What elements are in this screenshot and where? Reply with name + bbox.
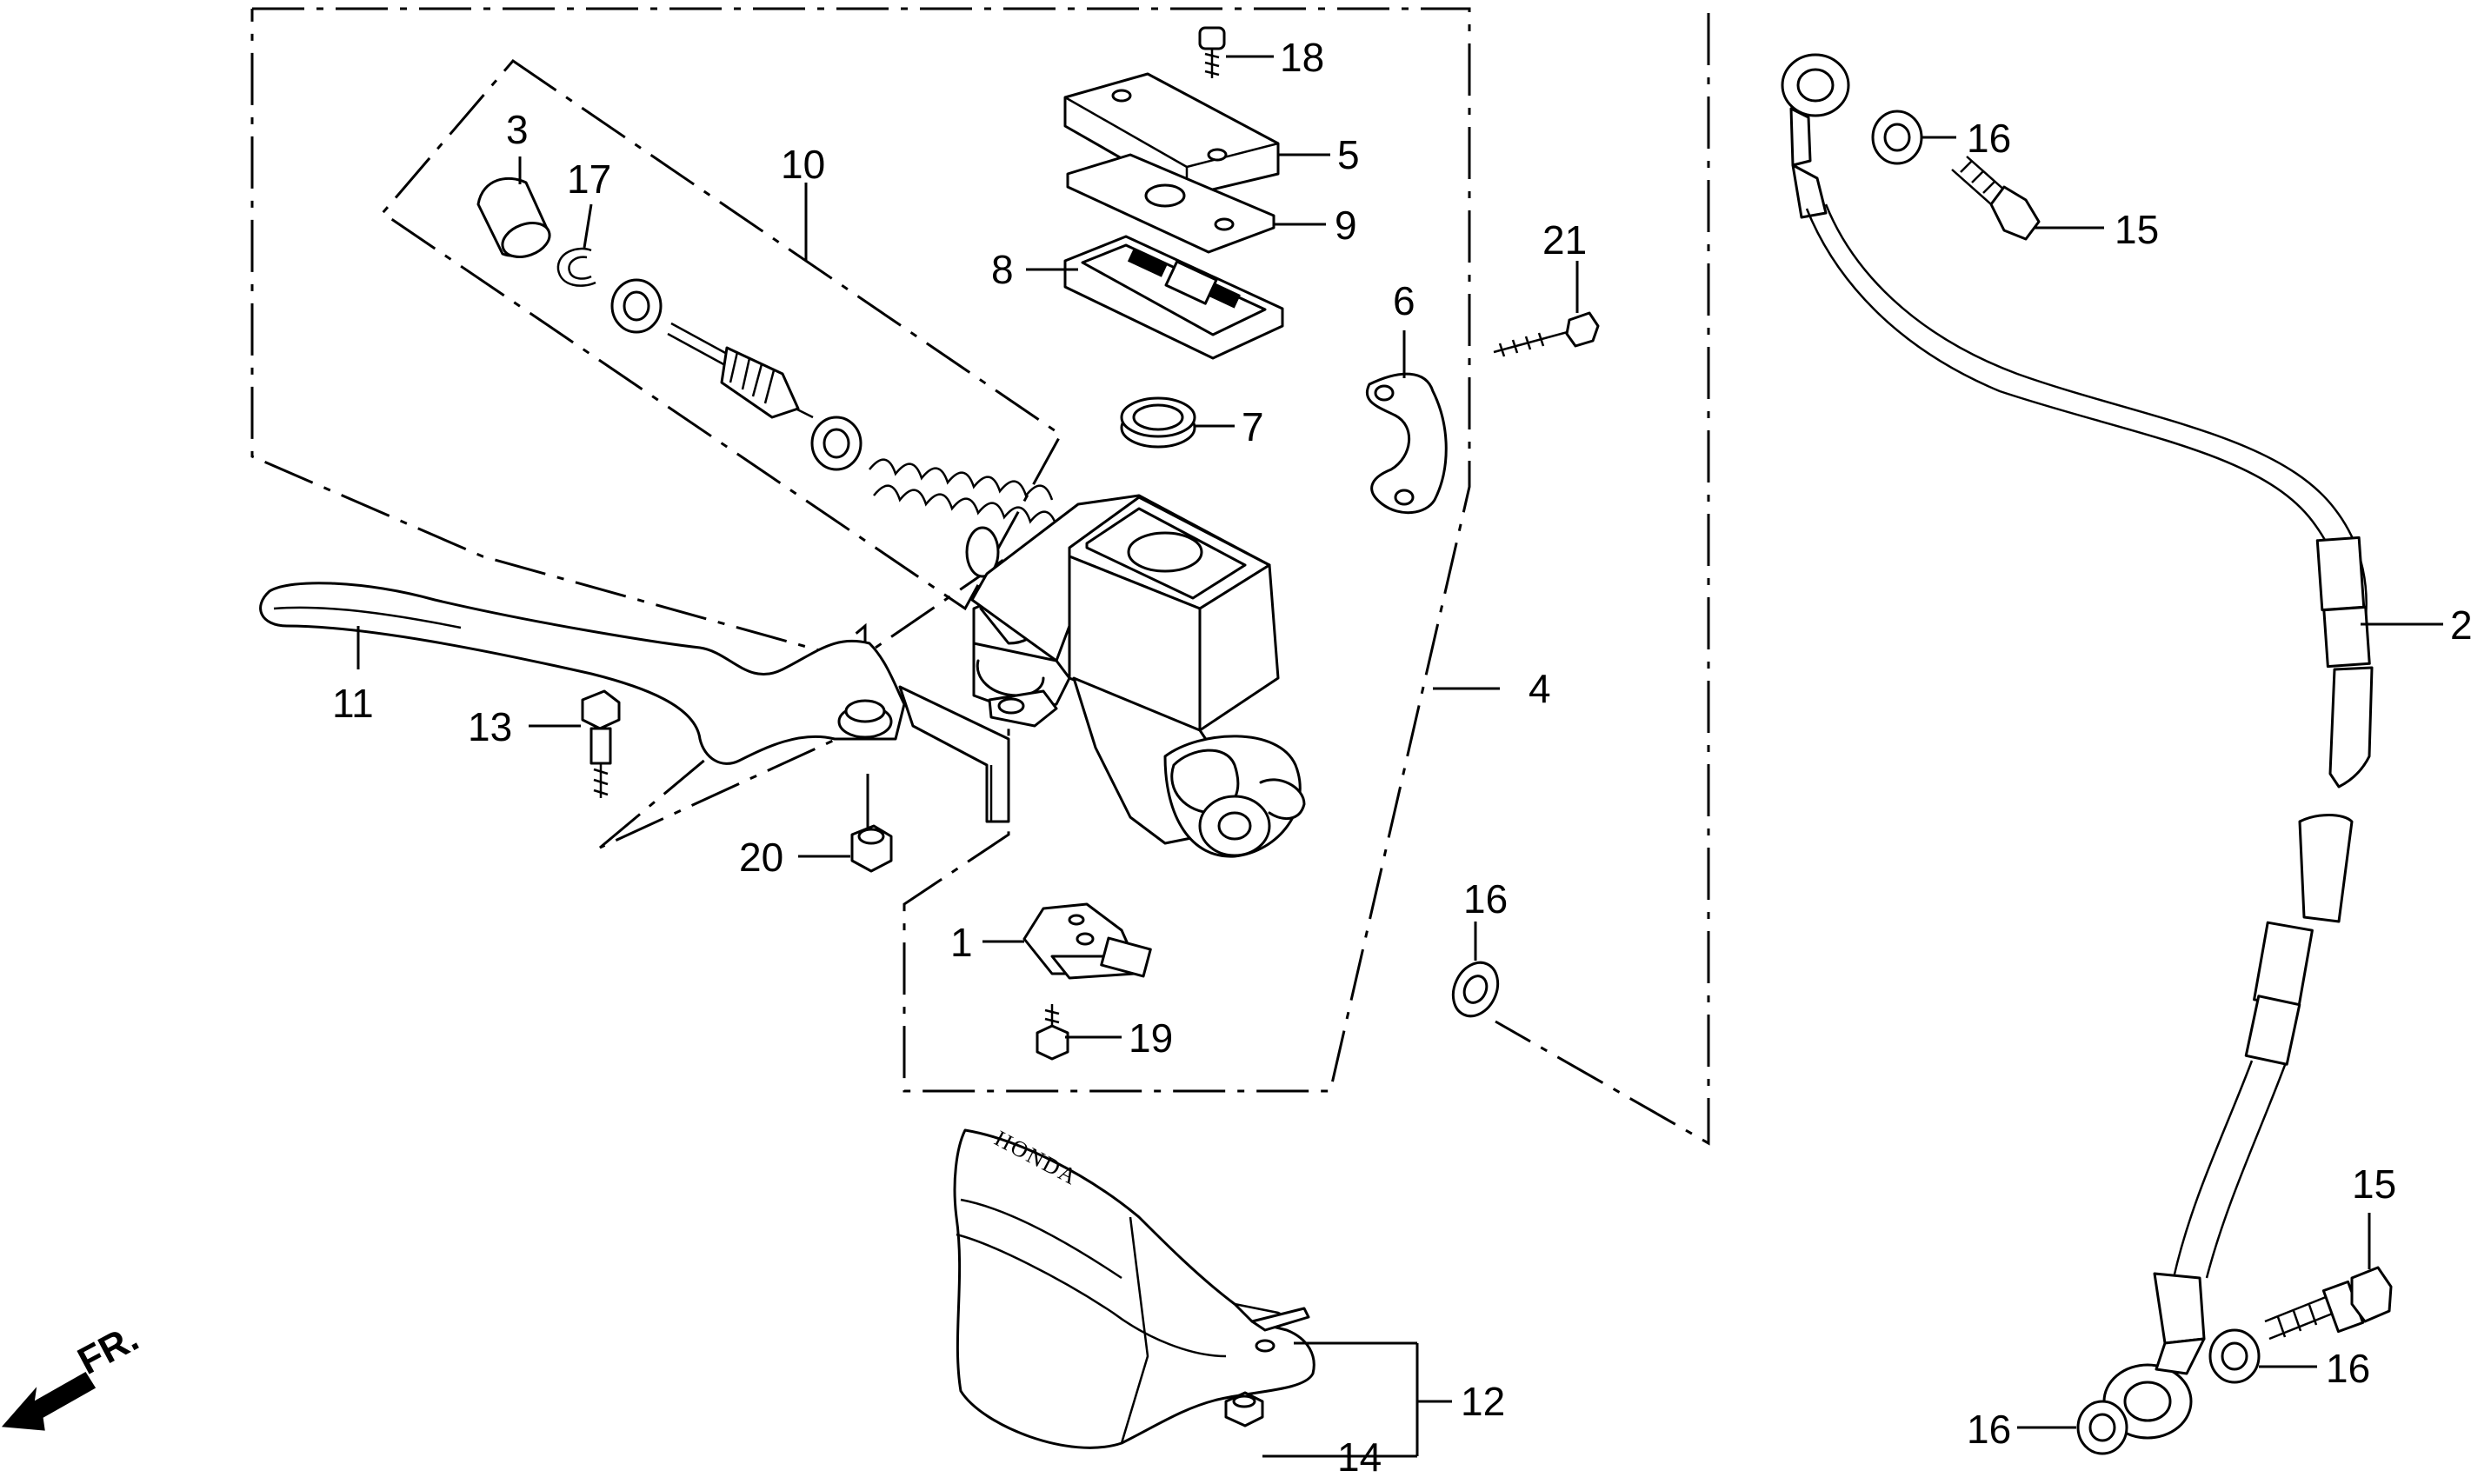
part-4-master-cylinder-body (970, 494, 1306, 858)
part-16-washer-middle (1451, 961, 1500, 1018)
part-9-plate (1066, 153, 1275, 254)
master-cylinder-assembly-outline (250, 7, 1471, 1093)
callout-10: 10 (781, 142, 825, 187)
part-10-piston-set (610, 278, 1058, 578)
callout-20: 20 (739, 835, 783, 880)
callout-6: 6 (1393, 278, 1415, 323)
callout-5: 5 (1337, 132, 1360, 177)
callout-1: 1 (950, 920, 973, 965)
part-16-washer-lower-right (2208, 1328, 2261, 1384)
piston-set-outline (380, 59, 1062, 611)
part-2-brake-hose (1781, 53, 2374, 1440)
callout-16-middle: 16 (1463, 876, 1508, 922)
callout-11: 11 (332, 681, 374, 726)
callout-14: 14 (1337, 1434, 1382, 1480)
callout-7: 7 (1242, 404, 1264, 449)
part-1-brake-light-switch (1022, 902, 1152, 980)
part-16-washer-lower-left (2076, 1400, 2128, 1455)
part-17-circlip (556, 247, 596, 287)
part-21-bolt (1493, 311, 1600, 357)
callout-8: 8 (991, 247, 1014, 292)
callout-17: 17 (567, 156, 611, 202)
front-direction-label: FR. (71, 1316, 146, 1383)
callout-4: 4 (1529, 666, 1551, 711)
part-16-washer-top (1871, 110, 1923, 165)
part-11-brake-lever (259, 582, 1010, 823)
callout-13: 13 (468, 704, 512, 749)
hose-assembly-outline (1495, 13, 1710, 1146)
callout-21: 21 (1542, 217, 1587, 263)
part-20-nut (850, 824, 893, 873)
callout-2: 2 (2450, 602, 2473, 648)
part-3-boot (476, 176, 551, 258)
callout-15-bottom: 15 (2352, 1161, 2396, 1207)
callout-15-top: 15 (2115, 207, 2159, 252)
callout-9: 9 (1335, 203, 1357, 248)
callout-19: 19 (1129, 1015, 1173, 1061)
part-15-bolt-bottom (2264, 1266, 2393, 1341)
part-14-nut (1224, 1391, 1264, 1427)
part-15-bolt-top (1951, 156, 2041, 241)
callout-labels: 18 5 9 8 7 6 21 4 3 17 10 11 13 20 1 19 … (332, 35, 2473, 1480)
part-8-diaphragm (1063, 235, 1284, 360)
part-18-screw (1198, 26, 1226, 78)
callout-16-lower-left: 16 (1967, 1407, 2011, 1452)
part-6-holder (1365, 372, 1448, 515)
front-direction-arrow-icon: FR. (1, 1316, 146, 1431)
callout-12: 12 (1461, 1379, 1505, 1424)
part-13-pivot-bolt (581, 689, 621, 798)
callout-18: 18 (1280, 35, 1324, 80)
callout-3: 3 (506, 107, 529, 152)
callout-16-lower-right: 16 (2326, 1346, 2370, 1391)
part-7-ring (1120, 396, 1196, 449)
part-19-screw (1036, 1004, 1069, 1061)
callout-16-top: 16 (1967, 116, 2011, 161)
part-12-lever-guard: HONDA (953, 1126, 1315, 1449)
leader-lines (356, 55, 2443, 1458)
